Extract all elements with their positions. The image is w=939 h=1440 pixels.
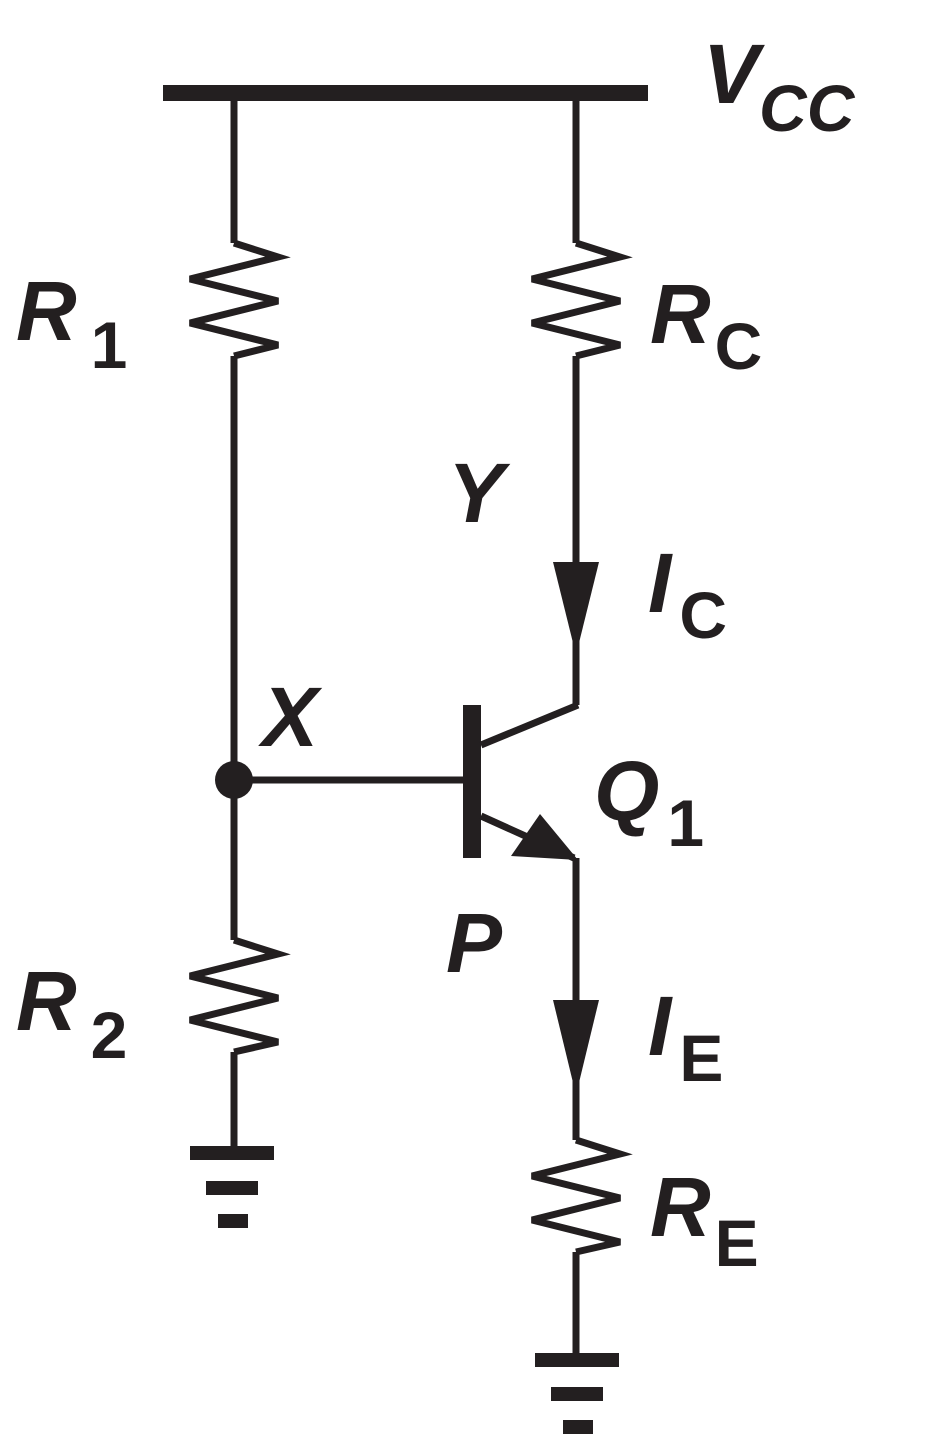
resistor-re <box>531 1136 633 1256</box>
label-node-p: P <box>446 896 503 990</box>
label-r1-main: R <box>16 264 77 358</box>
label-ic-sub: C <box>679 578 727 652</box>
label-ic-main: I <box>648 536 673 630</box>
label-rc-sub: C <box>715 309 763 383</box>
ground-symbol-left <box>190 1146 274 1228</box>
label-re-main: R <box>650 1160 711 1254</box>
label-re: RE <box>650 1160 759 1280</box>
emitter-current-arrow <box>553 1000 599 1095</box>
label-vcc: VCC <box>703 27 856 145</box>
label-vcc-sub: CC <box>759 71 856 145</box>
label-rc: RC <box>650 267 762 383</box>
resistor-r1 <box>189 239 291 360</box>
label-vcc-main: V <box>703 27 765 121</box>
resistor-rc <box>531 239 633 360</box>
label-rc-main: R <box>650 267 711 361</box>
label-node-x: X <box>258 670 323 764</box>
label-q1-main: Q <box>594 744 659 838</box>
label-r2-sub: 2 <box>91 998 128 1072</box>
label-q1-sub: 1 <box>667 786 704 860</box>
ground-symbol-right <box>535 1353 619 1434</box>
resistor-r2 <box>189 936 291 1056</box>
label-re-sub: E <box>715 1206 759 1280</box>
label-node-y: Y <box>448 446 511 540</box>
label-ie-sub: E <box>679 1021 723 1095</box>
emitter-arrow-head <box>511 814 578 860</box>
label-ie-main: I <box>648 979 673 1073</box>
label-r1-sub: 1 <box>91 308 128 382</box>
collector-current-arrow <box>553 562 599 655</box>
label-r2-main: R <box>16 954 77 1048</box>
transistor-collector-lead <box>479 701 580 749</box>
